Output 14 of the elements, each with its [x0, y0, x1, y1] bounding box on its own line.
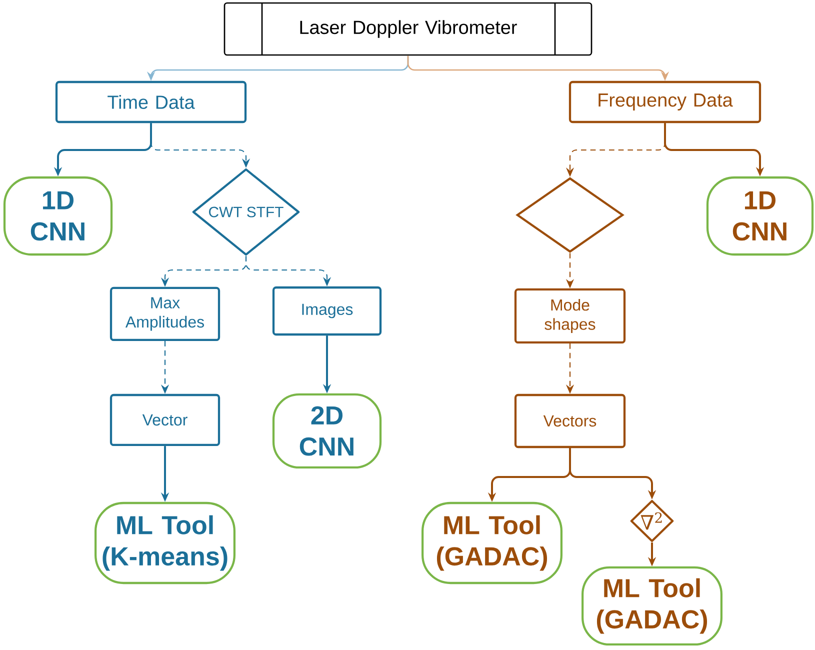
- process-box: Mode shapes: [514, 288, 626, 344]
- process-box: Images: [272, 286, 382, 336]
- model-box: ML Tool (GADAC): [581, 566, 723, 646]
- model-box: 2D CNN: [272, 393, 382, 469]
- process-box: Max Amplitudes: [110, 286, 220, 342]
- model-box: 1D CNN: [706, 176, 814, 256]
- model-box: 1D CNN: [3, 176, 113, 256]
- process-box: Vector: [110, 394, 220, 446]
- instrument-box: Laser Doppler Vibrometer: [224, 2, 592, 56]
- process-box: Vectors: [514, 394, 626, 448]
- process-box: Time Data: [55, 80, 247, 124]
- model-box: ML Tool (K-means): [94, 502, 236, 584]
- process-box: Frequency Data: [568, 80, 762, 124]
- model-box: ML Tool (GADAC): [422, 502, 563, 584]
